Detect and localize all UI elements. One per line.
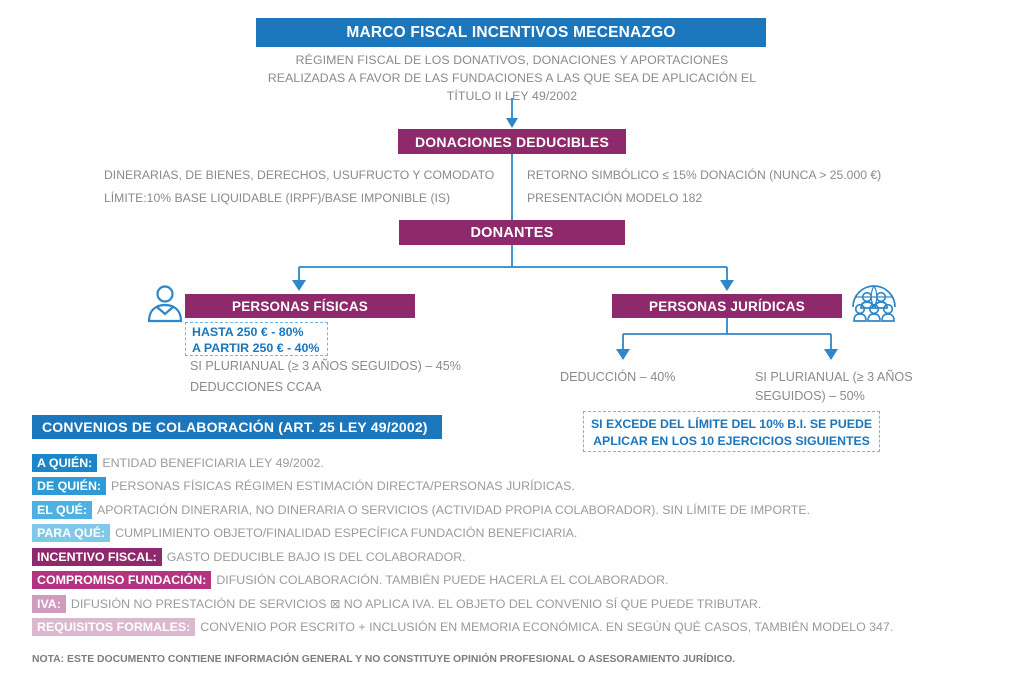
group-icon	[852, 285, 896, 322]
personas-juridicas-branch-right: SI PLURIANUAL (≥ 3 AÑOS SEGUIDOS) – 50%	[755, 370, 913, 403]
convenio-row: DE QUIÉN: PERSONAS FÍSICAS RÉGIMEN ESTIMA…	[32, 475, 992, 499]
convenio-row-key: COMPROMISO FUNDACIÓN:	[32, 571, 212, 590]
convenio-row-value: CONVENIO POR ESCRITO + INCLUSIÓN EN MEMO…	[200, 620, 894, 635]
page-title: MARCO FISCAL INCENTIVOS MECENAZGO	[256, 18, 766, 47]
pf-callout-line-1: HASTA 250 € - 80%	[192, 325, 304, 339]
page-subtitle: RÉGIMEN FISCAL DE LOS DONATIVOS, DONACIO…	[267, 53, 757, 103]
pj-callout-line-2: APLICAR EN LOS 10 EJERCICIOS SIGUIENTES	[593, 433, 870, 448]
personas-juridicas-bar: PERSONAS JURÍDICAS	[612, 294, 842, 318]
pf-callout-line-2: A PARTIR 250 € - 40%	[192, 340, 320, 355]
donaciones-left-line-2: LÍMITE:10% BASE LIQUIDABLE (IRPF)/BASE I…	[104, 190, 451, 205]
pf-note-line-1: SI PLURIANUAL (≥ 3 AÑOS SEGUIDOS) – 45%	[190, 359, 461, 373]
convenio-row: PARA QUÉ: CUMPLIMIENTO OBJETO/FINALIDAD E…	[32, 522, 992, 546]
convenio-row: A QUIÉN: ENTIDAD BENEFICIARIA LEY 49/2002…	[32, 451, 992, 475]
convenio-row-key: INCENTIVO FISCAL:	[32, 547, 162, 566]
convenio-row-value: DIFUSIÓN COLABORACIÓN. TAMBIÉN PUEDE HAC…	[216, 573, 669, 588]
convenio-row-value: APORTACIÓN DINERARIA, NO DINERARIA O SER…	[97, 502, 811, 517]
convenio-row: COMPROMISO FUNDACIÓN: DIFUSIÓN COLABORACI…	[32, 569, 992, 593]
convenio-row: REQUISITOS FORMALES: CONVENIO POR ESCRITO…	[32, 616, 992, 640]
donaciones-right-notes: RETORNO SIMBÓLICO ≤ 15% DONACIÓN (NUNCA …	[527, 167, 927, 212]
donaciones-left-notes: DINERARIAS, DE BIENES, DERECHOS, USUFRUC…	[104, 167, 524, 212]
convenio-row-value: ENTIDAD BENEFICIARIA LEY 49/2002.	[102, 455, 324, 470]
convenio-row-key: REQUISITOS FORMALES:	[32, 618, 196, 637]
convenio-row: IVA: DIFUSIÓN NO PRESTACIÓN DE SERVICIOS …	[32, 592, 992, 616]
convenio-row-key: IVA:	[32, 594, 66, 613]
convenio-row-value: DIFUSIÓN NO PRESTACIÓN DE SERVICIOS ⊠ NO…	[70, 597, 762, 612]
convenio-row-value: GASTO DEDUCIBLE BAJO IS DEL COLABORADOR.	[166, 549, 466, 564]
personas-juridicas-callout: SI EXCEDE DEL LÍMITE DEL 10% B.I. SE PUE…	[583, 411, 880, 452]
convenio-row-key: PARA QUÉ:	[32, 524, 111, 543]
personas-fisicas-bar: PERSONAS FÍSICAS	[185, 294, 415, 318]
convenios-colaboracion-bar: CONVENIOS DE COLABORACIÓN (ART. 25 LEY 4…	[32, 415, 442, 439]
convenio-row-key: A QUIÉN:	[32, 453, 98, 472]
personas-fisicas-callout: HASTA 250 € - 80% A PARTIR 250 € - 40%	[185, 322, 328, 356]
donaciones-deducibles-bar: DONACIONES DEDUCIBLES	[398, 129, 626, 154]
pj-callout-line-1: SI EXCEDE DEL LÍMITE DEL 10% B.I. SE PUE…	[590, 417, 873, 431]
convenio-row-key: DE QUIÉN:	[32, 477, 107, 496]
convenio-row-value: CUMPLIMIENTO OBJETO/FINALIDAD ESPECÍFICA…	[115, 526, 578, 541]
convenios-list: A QUIÉN: ENTIDAD BENEFICIARIA LEY 49/2002…	[32, 451, 992, 639]
convenio-row: INCENTIVO FISCAL: GASTO DEDUCIBLE BAJO IS…	[32, 545, 992, 569]
donantes-bar: DONANTES	[399, 220, 625, 245]
donaciones-left-line-1: DINERARIAS, DE BIENES, DERECHOS, USUFRUC…	[104, 168, 495, 182]
donaciones-right-line-1: RETORNO SIMBÓLICO ≤ 15% DONACIÓN (NUNCA …	[527, 168, 882, 182]
footer-note: NOTA: ESTE DOCUMENTO CONTIENE INFORMACIÓ…	[32, 654, 736, 665]
convenio-row-value: PERSONAS FÍSICAS RÉGIMEN ESTIMACIÓN DIRE…	[111, 479, 575, 494]
donaciones-right-line-2: PRESENTACIÓN MODELO 182	[527, 190, 703, 205]
convenio-row-key: EL QUÉ:	[32, 500, 93, 519]
personas-juridicas-branch-left: DEDUCCIÓN – 40%	[560, 370, 676, 384]
pf-note-line-2: DEDUCCIONES CCAA	[190, 380, 322, 395]
personas-fisicas-notes: SI PLURIANUAL (≥ 3 AÑOS SEGUIDOS) – 45% …	[190, 357, 520, 400]
person-icon	[147, 285, 183, 323]
convenio-row: EL QUÉ: APORTACIÓN DINERARIA, NO DINERARI…	[32, 498, 992, 522]
